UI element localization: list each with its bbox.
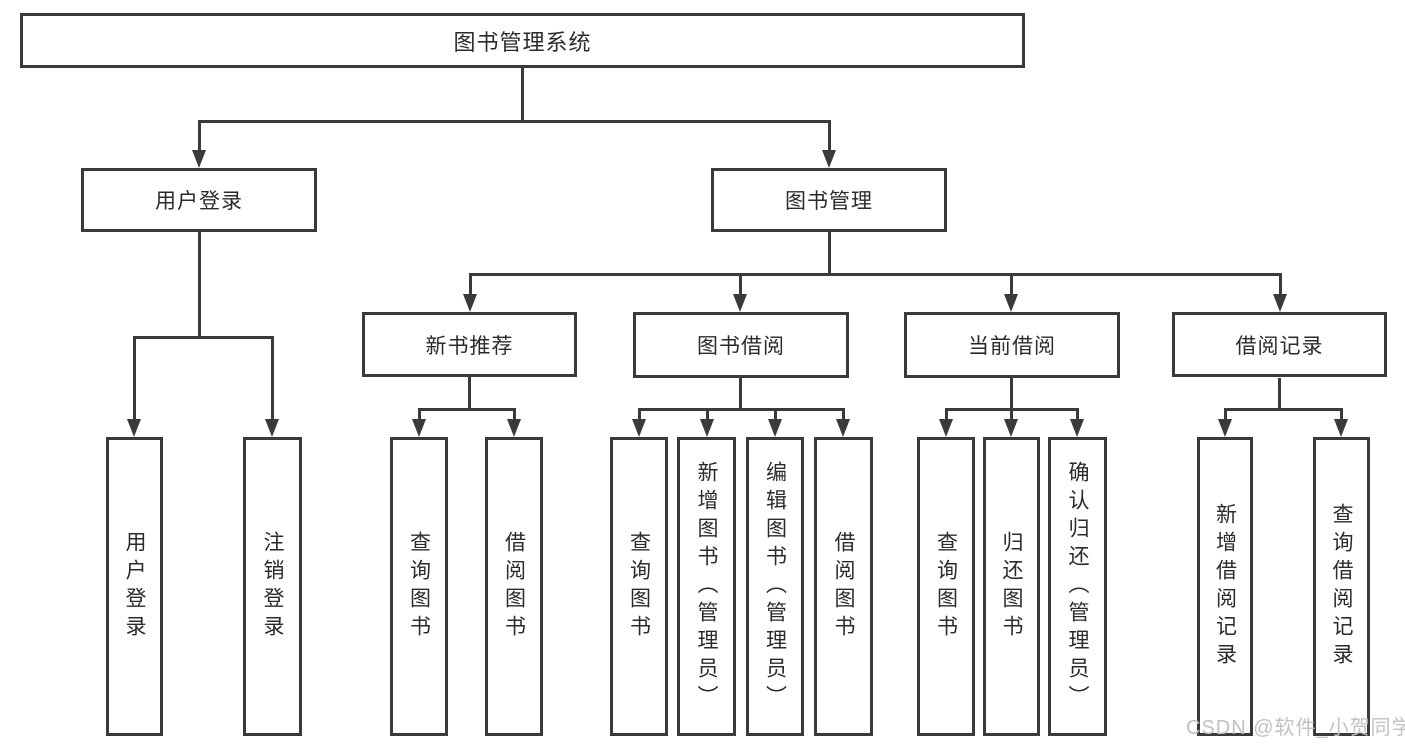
leaf-logout: 注销登录: [243, 437, 302, 736]
connector-leaf-e2-drop: [1340, 408, 1343, 420]
leaf-query-borrow-record: 查询借阅记录: [1313, 437, 1370, 736]
node-book-management: 图书管理: [711, 168, 947, 232]
arrowhead-borrow-records: [1273, 294, 1287, 312]
connector-leaf-b1-drop: [418, 408, 421, 420]
leaf-query-books-current: 查询图书: [917, 437, 975, 736]
arrowhead-leaf-return-books: [1004, 419, 1018, 437]
arrowhead-leaf-add-record: [1218, 419, 1232, 437]
connector-bookmgmt-stem: [828, 232, 831, 273]
connector-leaf-c4-drop: [842, 408, 845, 420]
arrowhead-leaf-query-current: [939, 419, 953, 437]
node-user-login: 用户登录: [81, 168, 317, 232]
connector-root-stem: [521, 68, 524, 120]
connector-leaf-a2-drop: [271, 336, 274, 420]
arrowhead-leaf-add-books: [700, 419, 714, 437]
arrowhead-leaf-confirm-return: [1070, 419, 1084, 437]
arrowhead-book-mgmt: [822, 150, 836, 168]
node-borrow-records: 借阅记录: [1172, 312, 1387, 377]
leaf-borrow-books: 借阅图书: [814, 437, 873, 736]
leaf-return-books: 归还图书: [983, 437, 1040, 736]
connector-userlogin-drop: [198, 120, 201, 151]
connector-borrowrecords-rail: [1224, 408, 1342, 411]
arrowhead-leaf-query-record: [1334, 419, 1348, 437]
connector-leaf-e1-drop: [1224, 408, 1227, 420]
connector-bookborrow-rail: [638, 408, 845, 411]
connector-userlogin-rail: [133, 336, 274, 339]
connector-bookborrow-drop: [739, 273, 742, 295]
connector-leaf-a1-drop: [133, 336, 136, 420]
arrowhead-book-borrow: [733, 294, 747, 312]
connector-leaf-d2-drop: [1010, 408, 1013, 420]
connector-newbooks-stem: [468, 377, 471, 408]
connector-leaf-d1-drop: [945, 408, 948, 420]
connector-bookborrow-stem: [739, 378, 742, 408]
node-current-borrow: 当前借阅: [904, 312, 1120, 378]
node-book-borrow: 图书借阅: [633, 312, 849, 378]
leaf-add-books-admin: 新增图书（管理员）: [677, 437, 736, 736]
connector-level2-rail: [198, 120, 831, 123]
arrowhead-leaf-borrow-newbooks: [507, 419, 521, 437]
connector-currentborrow-drop: [1010, 273, 1013, 295]
arrowhead-leaf-user-login: [127, 419, 141, 437]
node-root-library-system: 图书管理系统: [20, 13, 1025, 68]
leaf-query-books-borrow: 查询图书: [610, 437, 668, 736]
arrowhead-leaf-borrow-books: [836, 419, 850, 437]
leaf-query-books-newbooks: 查询图书: [390, 437, 448, 736]
arrowhead-leaf-query-borrow: [632, 419, 646, 437]
arrowhead-leaf-query-newbooks: [412, 419, 426, 437]
leaf-edit-books-admin: 编辑图书（管理员）: [746, 437, 804, 736]
connector-borrowrecords-stem: [1278, 378, 1281, 408]
connector-level3-rail: [469, 273, 1282, 276]
connector-bookmgmt-drop: [828, 120, 831, 151]
connector-newbooks-rail: [418, 408, 516, 411]
leaf-user-login: 用户登录: [106, 437, 163, 736]
connector-borrowrecords-drop: [1279, 273, 1282, 295]
leaf-borrow-books-newbooks: 借阅图书: [485, 437, 543, 736]
connector-leaf-b2-drop: [513, 408, 516, 420]
leaf-confirm-return-admin: 确认归还（管理员）: [1048, 437, 1107, 736]
connector-currentborrow-stem: [1010, 378, 1013, 408]
csdn-watermark: CSDN @软件_小贺同学: [1186, 717, 1405, 739]
arrowhead-user-login: [192, 150, 206, 168]
node-new-book-recommend: 新书推荐: [362, 312, 577, 377]
connector-userlogin-stem: [198, 232, 201, 336]
leaf-add-borrow-record: 新增借阅记录: [1197, 437, 1253, 736]
arrowhead-current-borrow: [1004, 294, 1018, 312]
arrowhead-leaf-logout: [265, 419, 279, 437]
connector-leaf-d3-drop: [1076, 408, 1079, 420]
connector-leaf-c1-drop: [638, 408, 641, 420]
connector-leaf-c3-drop: [774, 408, 777, 420]
connector-leaf-c2-drop: [706, 408, 709, 420]
arrowhead-new-books: [463, 294, 477, 312]
connector-newbooks-drop: [469, 273, 472, 295]
arrowhead-leaf-edit-books: [768, 419, 782, 437]
